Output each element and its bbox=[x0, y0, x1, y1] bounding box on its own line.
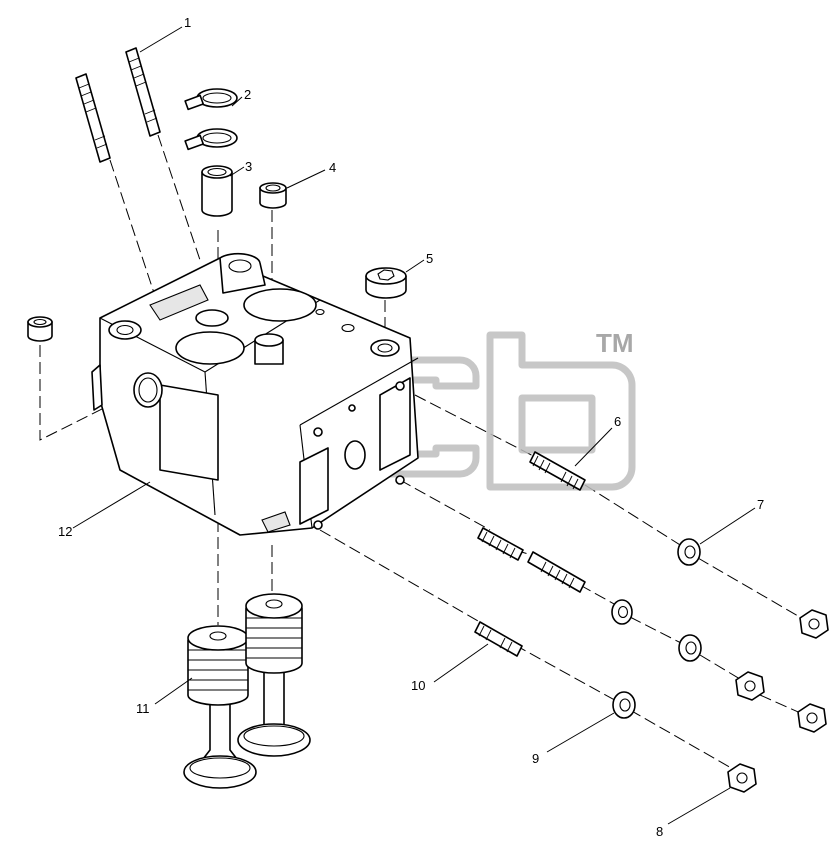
stud-part-6 bbox=[529, 451, 586, 491]
stud-part-1 bbox=[75, 47, 161, 163]
callout-1: 1 bbox=[184, 15, 191, 30]
stud-middle-upper bbox=[477, 527, 524, 561]
valve-part-11-right bbox=[237, 593, 311, 757]
nut-upper-right bbox=[799, 609, 829, 639]
callout-10: 10 bbox=[411, 678, 425, 693]
valve-part-11-left bbox=[183, 625, 257, 789]
washer-part-7 bbox=[677, 538, 701, 566]
nut-middle bbox=[735, 671, 765, 701]
leader-lines bbox=[72, 26, 756, 825]
nut-part-8 bbox=[727, 763, 757, 793]
callout-6: 6 bbox=[614, 414, 621, 429]
cylinder-head-part-12 bbox=[91, 252, 419, 536]
plug-part-5 bbox=[365, 267, 407, 299]
washer-part-9 bbox=[612, 691, 636, 719]
trademark-text: TM bbox=[596, 328, 634, 358]
hose-clamp-part-2 bbox=[184, 88, 238, 151]
callout-4: 4 bbox=[329, 160, 336, 175]
washer-middle-1 bbox=[611, 599, 633, 625]
nut-lower-right bbox=[797, 703, 827, 733]
callout-labels: 1 2 3 4 5 6 7 8 9 10 11 12 bbox=[58, 15, 764, 839]
callout-2: 2 bbox=[244, 87, 251, 102]
sleeve-part-3 bbox=[201, 165, 233, 217]
callout-5: 5 bbox=[426, 251, 433, 266]
washer-middle-2 bbox=[678, 634, 702, 662]
stud-part-10 bbox=[474, 621, 523, 657]
callout-11: 11 bbox=[136, 701, 150, 716]
callout-8: 8 bbox=[656, 824, 663, 839]
callout-3: 3 bbox=[245, 159, 252, 174]
callout-9: 9 bbox=[532, 751, 539, 766]
callout-7: 7 bbox=[757, 497, 764, 512]
stud-middle-lower bbox=[527, 551, 586, 593]
callout-12: 12 bbox=[58, 524, 72, 539]
sleeve-part-4 bbox=[259, 182, 287, 209]
small-sleeve-left bbox=[27, 316, 53, 342]
